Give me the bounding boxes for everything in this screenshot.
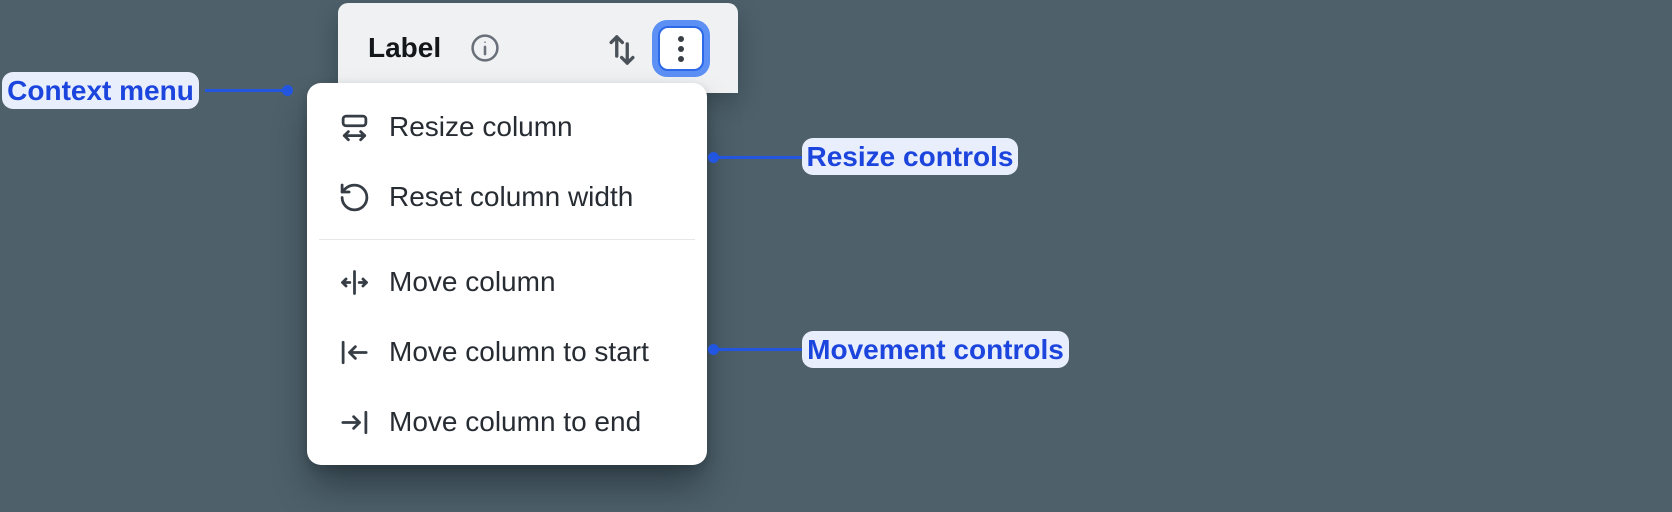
menu-item-resize-column[interactable]: Resize column [307,92,707,162]
reset-column-width-icon [340,183,369,211]
menu-item-label: Move column to end [389,406,642,437]
leader-dot-movement-controls [708,344,719,355]
annotation-movement-controls: Movement controls [802,331,1069,368]
column-header-title: Label [368,32,442,63]
leader-line-context-menu [205,89,285,92]
leader-dot-resize-controls [708,152,719,163]
column-menu-button[interactable] [652,20,710,77]
resize-column-icon [341,114,368,141]
sort-icon[interactable] [601,29,643,71]
leader-line-movement-controls [716,348,802,351]
annotation-resize-controls: Resize controls [802,138,1018,175]
menu-item-label: Move column [389,266,556,297]
menu-item-label: Resize column [389,111,573,142]
menu-item-move-column[interactable]: Move column [307,247,707,317]
menu-divider [319,239,695,240]
menu-item-reset-column-width[interactable]: Reset column width [307,162,707,232]
move-column-to-start-icon [341,340,368,364]
leader-line-resize-controls [716,156,802,159]
kebab-menu-icon [658,26,704,71]
leader-dot-context-menu [282,85,293,96]
column-header: Label [338,3,738,93]
menu-item-label: Reset column width [389,181,634,212]
context-menu: Resize column Reset column width Move co… [307,83,707,465]
menu-item-move-column-to-start[interactable]: Move column to start [307,317,707,387]
info-icon[interactable] [469,32,501,64]
move-column-icon [341,269,368,295]
move-column-to-end-icon [341,410,368,434]
annotation-context-menu: Context menu [2,72,199,109]
menu-item-label: Move column to start [389,336,649,367]
menu-item-move-column-to-end[interactable]: Move column to end [307,387,707,457]
